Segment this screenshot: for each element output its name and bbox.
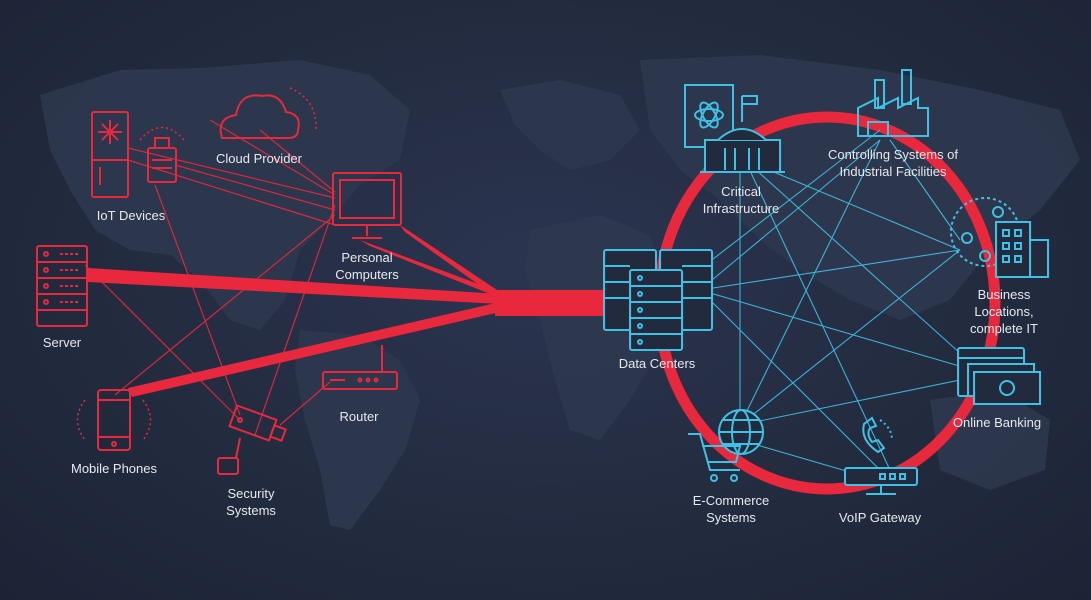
online-banking-label: Online Banking [952,415,1042,430]
banknotes-icon [957,347,1041,405]
iot-devices-label: IoT Devices [96,208,166,223]
data-centers-label: Data Centers [618,356,696,371]
cloud-icon [219,87,317,139]
server-icon [36,245,88,327]
ecommerce-systems-label: E-Commerce Systems [692,493,770,525]
router-icon [322,345,398,390]
security-systems-label: Security Systems [226,486,276,518]
mobile-phone-icon [76,389,152,451]
mobile-phones-label: Mobile Phones [71,461,157,476]
office-building-icon [950,197,1049,278]
cyan-connections [659,129,991,476]
monitor-icon [332,172,402,239]
shopping-cart-icon [688,409,764,482]
critical-infrastructure-label: Critical Infrastructure [702,184,780,216]
red-traffic-streams [88,225,610,397]
government-building-icon [684,84,785,173]
router-label: Router [339,409,379,424]
data-center-icon [603,249,713,351]
voip-gateway-label: VoIP Gateway [838,510,922,525]
factory-icon [857,69,929,137]
personal-computers-label: Personal Computers [335,250,399,282]
business-locations-label: Business Locations, complete IT [970,287,1038,336]
iot-devices-icon [91,111,185,198]
voip-gateway-icon [844,416,918,495]
cloud-provider-label: Cloud Provider [216,151,302,166]
security-camera-icon [217,404,287,475]
industrial-facilities-label: Controlling Systems of Industrial Facili… [827,147,959,179]
red-thin-connections [84,119,336,436]
server-label: Server [42,335,82,350]
